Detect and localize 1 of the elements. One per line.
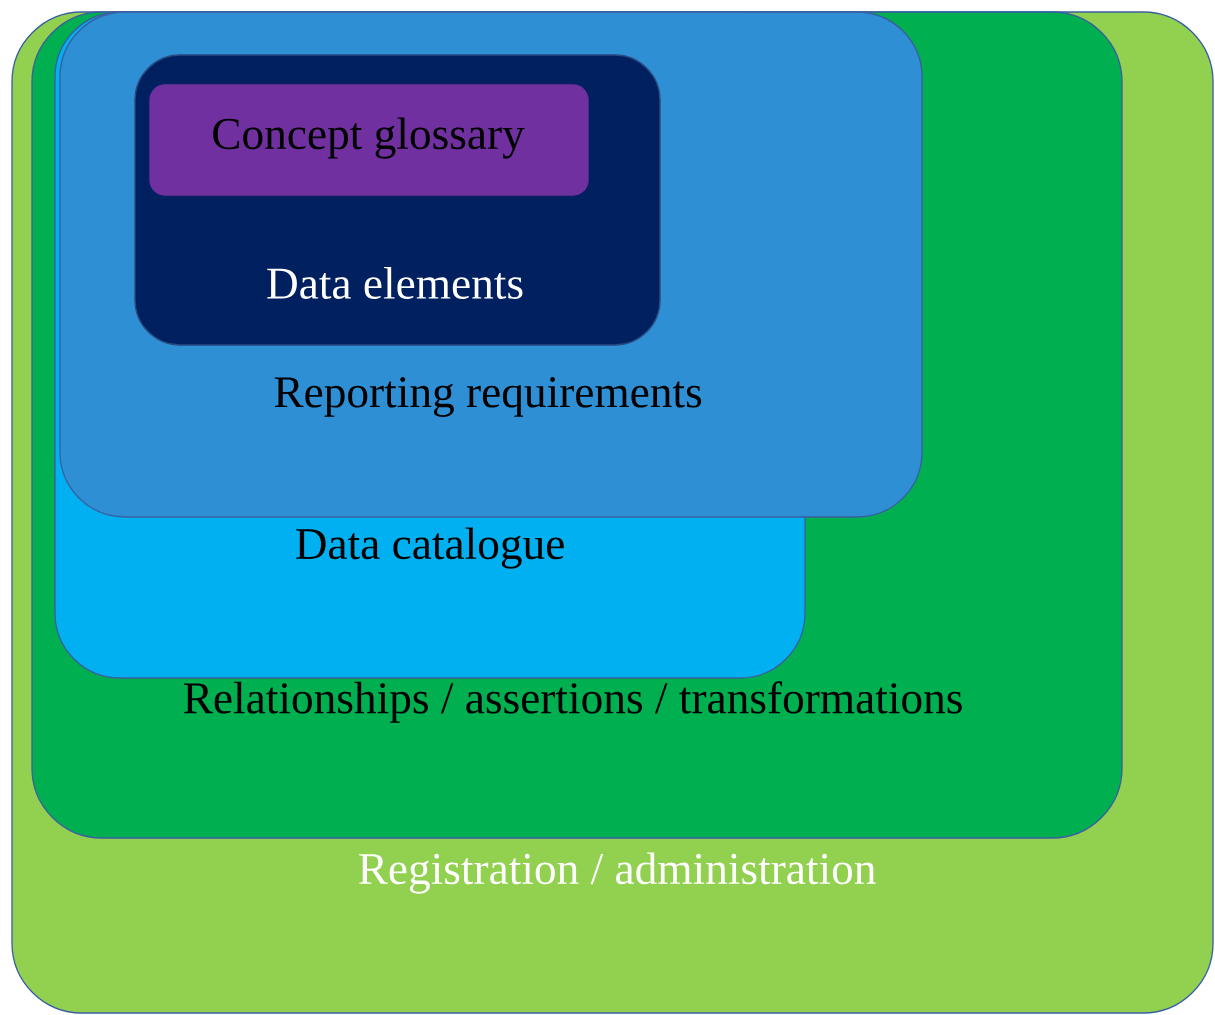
region-box: Concept glossary	[149, 84, 589, 196]
